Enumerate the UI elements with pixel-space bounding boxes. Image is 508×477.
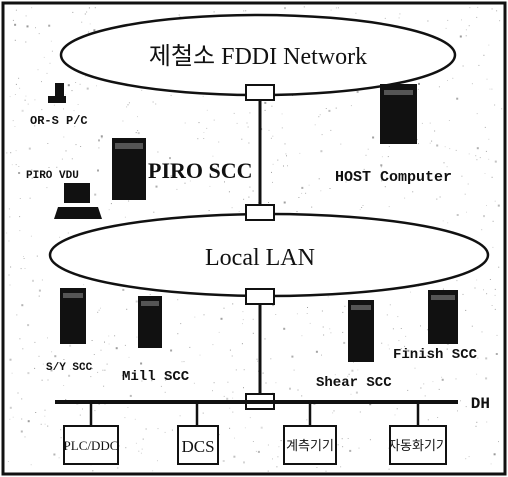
- shear-scc-cabinet-icon: [348, 300, 374, 362]
- device-label-automation: 자동화기기: [388, 438, 448, 453]
- sy-scc-label: S/Y SCC: [46, 362, 93, 374]
- device-label-dcs: DCS: [181, 437, 214, 456]
- piro-vdu-terminal-icon: [54, 183, 102, 219]
- device-box-plc: [63, 425, 119, 465]
- device-label-instrument: 계측기기: [286, 438, 334, 453]
- device-box-dcs: [177, 425, 219, 465]
- shear-scc-label: Shear SCC: [316, 375, 392, 391]
- lan-upper-junction-box: [245, 204, 275, 221]
- lan-lower-junction-box: [245, 288, 275, 305]
- piro-scc-label: PIRO SCC: [148, 158, 253, 183]
- piro-scc-cabinet-icon: [112, 138, 146, 200]
- sy-scc-cabinet-icon: [60, 288, 86, 344]
- host-computer-label: HOST Computer: [335, 169, 452, 186]
- fddi-junction-box: [245, 84, 275, 101]
- device-label-plc: PLC/DDC: [64, 438, 119, 453]
- fddi-network-label: 제철소 FDDI Network: [149, 43, 367, 70]
- ops-pc-label: OR-S P/C: [30, 114, 88, 128]
- device-box-automation: [389, 425, 447, 465]
- device-box-instrument: [283, 425, 337, 465]
- local-lan-label: Local LAN: [205, 245, 315, 271]
- mill-scc-label: Mill SCC: [122, 369, 190, 385]
- ops-pc-icon: [48, 83, 66, 103]
- field-bus-label: DH: [471, 395, 490, 413]
- piro-vdu-label: PIRO VDU: [26, 170, 79, 182]
- finish-scc-cabinet-icon: [428, 290, 458, 344]
- host-computer-icon: [380, 84, 417, 144]
- mill-scc-cabinet-icon: [138, 296, 162, 348]
- finish-scc-label: Finish SCC: [393, 347, 478, 363]
